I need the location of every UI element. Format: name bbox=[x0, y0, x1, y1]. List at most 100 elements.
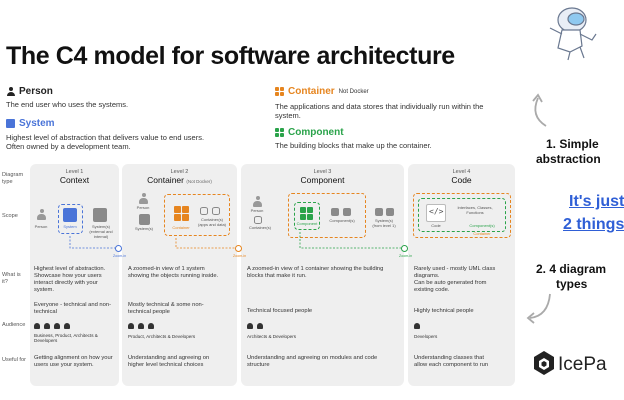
database-icon bbox=[212, 207, 220, 215]
database-icon bbox=[200, 207, 208, 215]
level-1-audience-icons bbox=[34, 322, 70, 330]
person-icon bbox=[44, 323, 50, 329]
level-number: Level 1 bbox=[65, 169, 84, 175]
component-definition-heading: Component bbox=[275, 127, 344, 138]
container-icon bbox=[174, 206, 189, 221]
level-4-column: Level 4 Code bbox=[408, 164, 515, 386]
scope-systems-label: System(s) bbox=[375, 218, 393, 223]
level-1-useful-for: Getting alignment on how your users use … bbox=[34, 355, 113, 368]
zoom-in-icon bbox=[235, 245, 242, 252]
external-system-box bbox=[375, 208, 383, 216]
system-boundary-box bbox=[164, 194, 230, 236]
container-note: Not Docker bbox=[338, 88, 369, 95]
system-highlight-box bbox=[58, 204, 83, 234]
scope-systems-label: System(s) bbox=[92, 224, 110, 229]
level-2-useful-for: Understanding and agreeing on higher lev… bbox=[128, 355, 210, 368]
curved-arrow-down-icon bbox=[526, 293, 551, 324]
level-1-column: Level 1 Context bbox=[30, 164, 119, 386]
level-1-audience: Everyone - technical and non- technical bbox=[34, 302, 112, 315]
person-definition-heading: Person bbox=[6, 86, 53, 97]
zoom-in-label: Zoom-in bbox=[399, 254, 413, 258]
row-label-diagram-type: Diagram type bbox=[2, 172, 24, 185]
scope-systems-label: System(s) bbox=[135, 226, 153, 231]
level-name: Code bbox=[451, 175, 472, 185]
level-name: Component bbox=[300, 175, 345, 185]
scope-container-label: Container bbox=[473, 231, 491, 236]
scope-containers-label: Container(s) bbox=[200, 217, 223, 222]
person-icon bbox=[34, 323, 40, 329]
scope-containers-sub: (apps and data) bbox=[197, 222, 227, 227]
level-2-audience: Mostly technical & some non- technical p… bbox=[128, 302, 204, 315]
level-4-what: Rarely used - mostly UML class diagrams.… bbox=[414, 266, 496, 293]
person-description: The end user who uses the systems. bbox=[6, 100, 129, 109]
database-icon bbox=[254, 216, 262, 224]
system-description-line1: Highest level of abstraction that delive… bbox=[6, 133, 205, 142]
row-label-audience: Audience bbox=[2, 322, 26, 328]
two-things-link[interactable]: 2 things bbox=[563, 216, 624, 233]
its-just-link[interactable]: It's just bbox=[569, 193, 624, 210]
level-3-audience-icons bbox=[247, 322, 263, 330]
component-box bbox=[331, 208, 339, 216]
scope-systems-sub: (from level 1) bbox=[372, 223, 396, 228]
container-description-line2: system. bbox=[275, 111, 301, 120]
system-box bbox=[63, 208, 77, 222]
scope-containers-label: Container(s) bbox=[248, 225, 271, 230]
level-3-what: A zoomed-in view of 1 container showing … bbox=[247, 266, 384, 279]
container-definition-heading: Container Not Docker bbox=[275, 86, 369, 97]
scope-code-sub: Interfaces, Classes, Functions bbox=[457, 205, 493, 215]
person-icon bbox=[37, 209, 46, 220]
container-icon bbox=[275, 87, 284, 96]
scope-system-label: System bbox=[63, 224, 77, 229]
level-3-useful-for: Understanding and agreeing on modules an… bbox=[247, 355, 378, 368]
component-boundary-box bbox=[418, 198, 506, 232]
external-system-box bbox=[139, 214, 150, 225]
component-highlight-box bbox=[294, 202, 320, 230]
level-number: Level 3 bbox=[313, 169, 332, 175]
component-description: The building blocks that make up the con… bbox=[275, 141, 432, 150]
point-1-line1: 1. Simple bbox=[546, 137, 599, 151]
level-3-audience: Technical focused people bbox=[247, 308, 313, 314]
level-4-audience: Highly technical people bbox=[414, 308, 474, 314]
external-system-box bbox=[93, 208, 107, 222]
container-label: Container bbox=[288, 86, 335, 97]
icepanel-logo-icon bbox=[534, 351, 554, 375]
level-number: Level 4 bbox=[452, 169, 471, 175]
person-icon bbox=[414, 323, 420, 329]
component-icon bbox=[300, 207, 313, 220]
zoom-in-label: Zoom-in bbox=[113, 254, 127, 258]
component-label: Component bbox=[288, 127, 344, 138]
scope-person-label: Person bbox=[250, 208, 264, 213]
level-2-audience-icons bbox=[128, 322, 154, 330]
external-system-box bbox=[386, 208, 394, 216]
person-icon bbox=[64, 323, 70, 329]
container-boundary-box bbox=[288, 193, 366, 238]
scope-component-label: Component bbox=[296, 221, 318, 226]
container-description-line1: The applications and data stores that in… bbox=[275, 102, 484, 111]
level-name: Container (Not Docker) bbox=[147, 175, 212, 185]
level-2-audience-roles: Product, Architects & Developers bbox=[128, 334, 196, 339]
scope-container-label: Container bbox=[172, 225, 190, 230]
level-3-audience-roles: Architects & Developers bbox=[247, 334, 297, 339]
person-icon bbox=[54, 323, 60, 329]
point-2-line1: 2. 4 diagram bbox=[536, 262, 607, 276]
point-1-line2: abstraction bbox=[536, 152, 601, 166]
component-icon bbox=[275, 128, 284, 137]
level-1-what: Highest level of abstraction. Showcase h… bbox=[34, 266, 106, 293]
container-boundary-box bbox=[413, 193, 511, 238]
scope-systems-sub: (external and internal) bbox=[89, 229, 113, 239]
scope-components-label: Component(s) bbox=[469, 223, 495, 228]
person-icon bbox=[253, 196, 262, 207]
scope-components-label: Component(s) bbox=[329, 218, 355, 223]
component-box bbox=[343, 208, 351, 216]
row-label-what-is-it: What is it? bbox=[2, 272, 21, 285]
level-3-column: Level 3 Component bbox=[241, 164, 404, 386]
level-2-what: A zoomed-in view of 1 system showing the… bbox=[128, 266, 219, 279]
person-label: Person bbox=[19, 86, 53, 97]
code-box bbox=[426, 204, 446, 222]
zoom-in-label: Zoom-in bbox=[233, 254, 247, 258]
level-4-audience-icons bbox=[414, 322, 420, 330]
astronaut-mascot-illustration bbox=[549, 7, 597, 61]
person-icon bbox=[138, 323, 144, 329]
zoom-in-icon bbox=[115, 245, 122, 252]
level-4-audience-roles: Developers bbox=[414, 334, 438, 339]
